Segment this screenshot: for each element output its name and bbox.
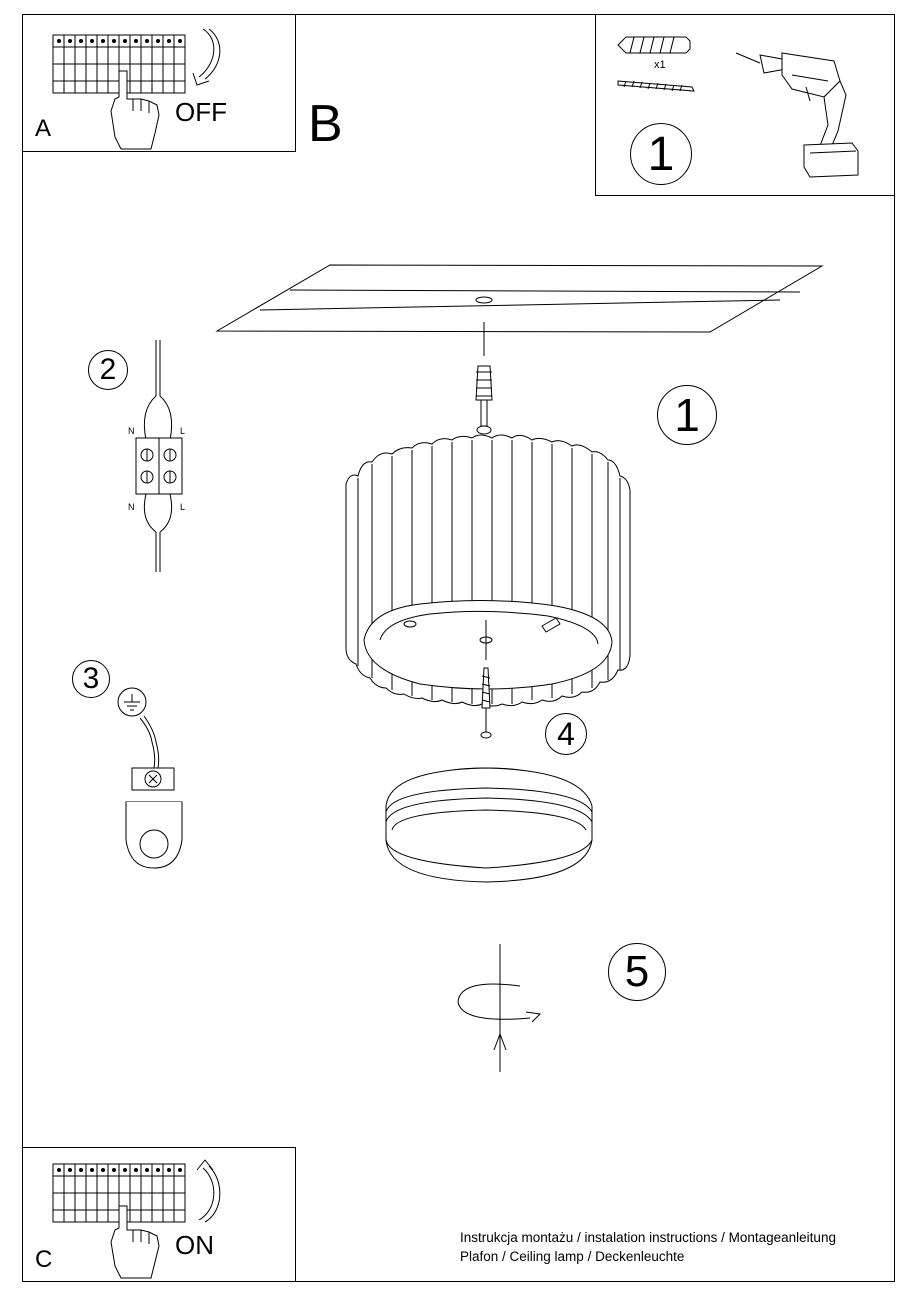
mount-step-number: 1: [657, 385, 717, 445]
ground-step-number: 3: [72, 660, 110, 698]
wiring-step-number: 2: [88, 350, 128, 390]
panel-c-power-on: C ON: [22, 1147, 296, 1282]
circuit-breaker-icon: [52, 1163, 186, 1223]
panel-c-letter: C: [35, 1246, 53, 1273]
wall-plug-icon: [617, 36, 691, 54]
tools-panel: x1 1: [595, 14, 895, 196]
drill-icon: [735, 52, 859, 178]
wire-label-bottom-right: L: [180, 502, 186, 512]
tools-step-number: 1: [630, 123, 692, 185]
footer-product-type: Plafon / Ceiling lamp / Deckenleuchte: [460, 1249, 685, 1264]
wire-label-top-left: N: [128, 426, 135, 436]
curved-arrow-icon: [196, 1159, 221, 1223]
footer-instructions-title: Instrukcja montażu / instalation instruc…: [460, 1230, 836, 1245]
curved-arrow-icon: [192, 28, 221, 86]
panel-a-letter: A: [35, 115, 52, 142]
rotate-step-number: 5: [608, 943, 666, 1001]
hand-icon: [110, 1205, 160, 1279]
wire-label-top-right: L: [180, 426, 186, 436]
screw-icon: [617, 80, 695, 92]
panel-c-state: ON: [175, 1230, 214, 1260]
screw-step-number: 4: [545, 713, 587, 755]
hand-icon: [110, 70, 160, 150]
section-label: B: [308, 95, 343, 153]
panel-a-state: OFF: [175, 97, 227, 127]
panel-a-power-off: A OFF: [22, 14, 296, 152]
quantity-label: x1: [654, 59, 666, 71]
wire-label-bottom-left: N: [128, 502, 135, 512]
instruction-sheet-frame: [22, 14, 895, 1282]
